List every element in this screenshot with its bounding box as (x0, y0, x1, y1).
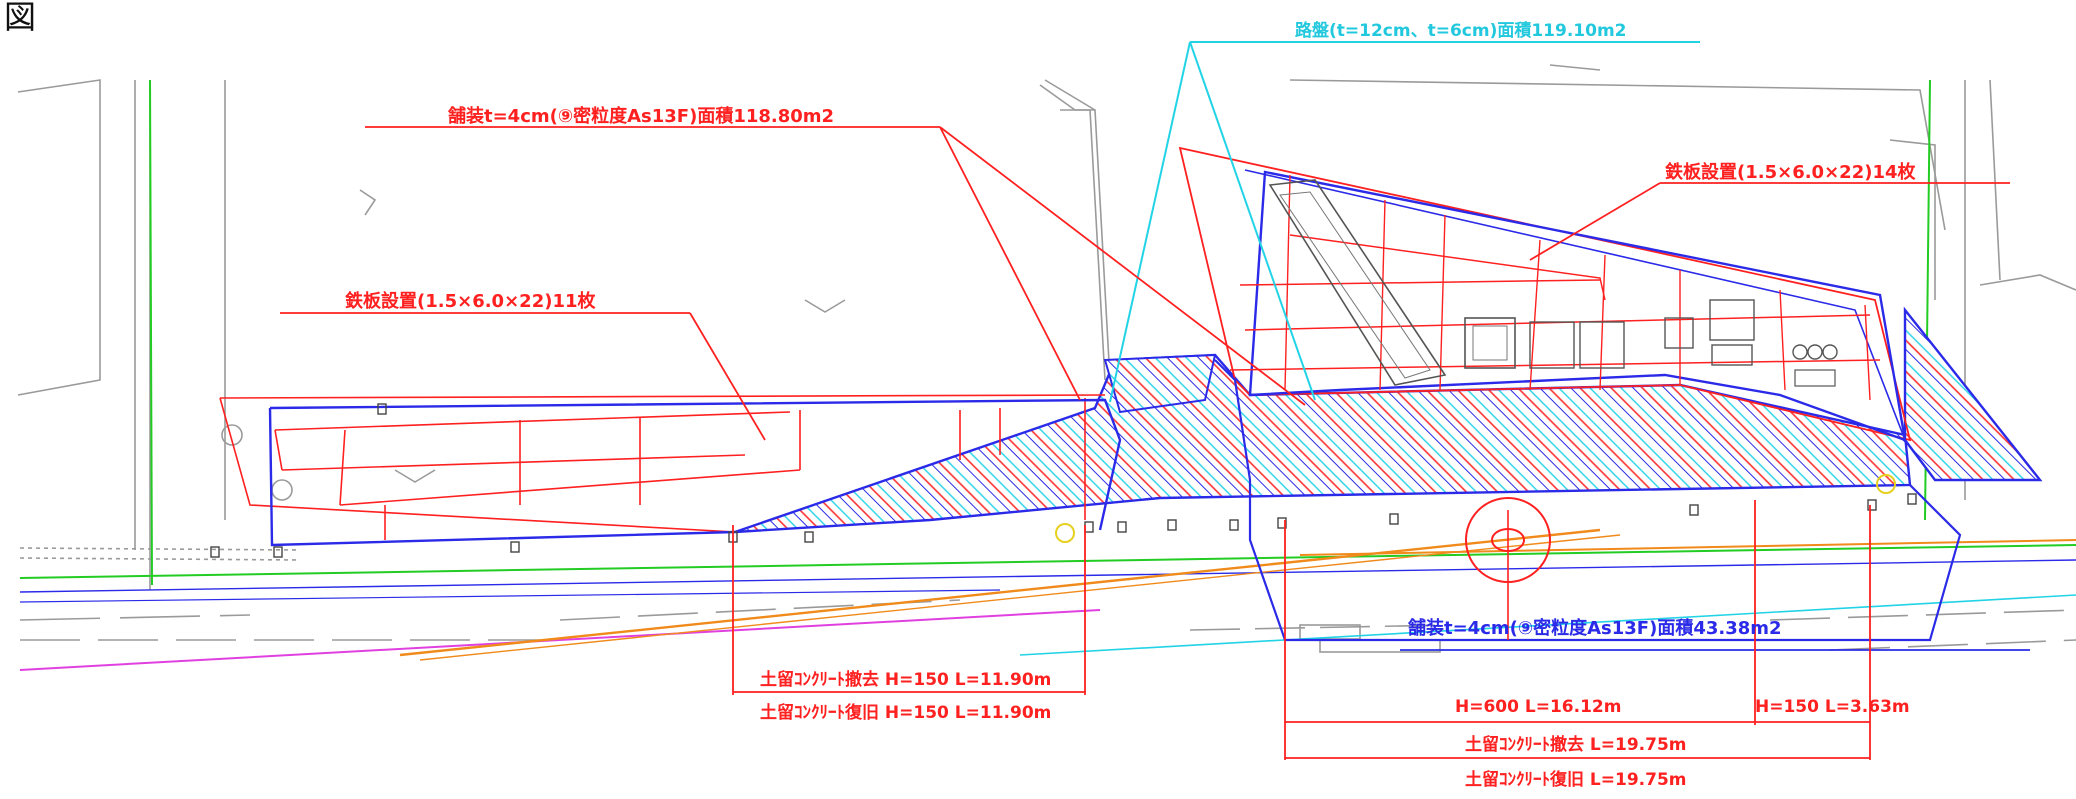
roadbed-label: 路盤(t=12cm、t=6cm)面積119.10m2 (1295, 20, 1627, 41)
paving-lower-label: 舗装t=4cm(⑨密粒度As13F)面積43.38m2 (1407, 617, 1782, 639)
road-lines (19, 79, 2076, 671)
background-linework (17, 64, 2076, 653)
paving-upper-label: 舗装t=4cm(⑨密粒度As13F)面積118.80m2 (447, 105, 834, 127)
dimension-h150-label: H=150 L=3.63m (1755, 697, 1910, 717)
retaining-remove-left-label: 土留ｺﾝｸﾘｰﾄ撤去 H=150 L=11.90m (760, 669, 1051, 690)
boundary-left (268, 398, 1122, 547)
manhole-symbol (1055, 474, 1896, 640)
corner-mark: 図 (4, 0, 36, 36)
red-leaders (280, 126, 2010, 441)
excavation-outline (1214, 359, 1962, 642)
retaining-remove-right-label: 土留ｺﾝｸﾘｰﾄ撤去 L=19.75m (1465, 734, 1686, 755)
retaining-restore-left-label: 土留ｺﾝｸﾘｰﾄ復旧 H=150 L=11.90m (760, 702, 1051, 723)
dimension-lines (732, 500, 1871, 760)
steel-plates-left (219, 394, 1106, 540)
dimension-h600-label: H=600 L=16.12m (1455, 697, 1621, 717)
paving-hatch-area (734, 306, 2043, 534)
retaining-restore-right-label: 土留ｺﾝｸﾘｰﾄ復旧 L=19.75m (1465, 769, 1686, 790)
roadbed-leader (1109, 41, 1700, 403)
steel-plate-right-label: 鉄板設置(1.5×6.0×22)14枚 (1665, 161, 1916, 183)
steel-plate-left-label: 鉄板設置(1.5×6.0×22)11枚 (345, 290, 596, 312)
